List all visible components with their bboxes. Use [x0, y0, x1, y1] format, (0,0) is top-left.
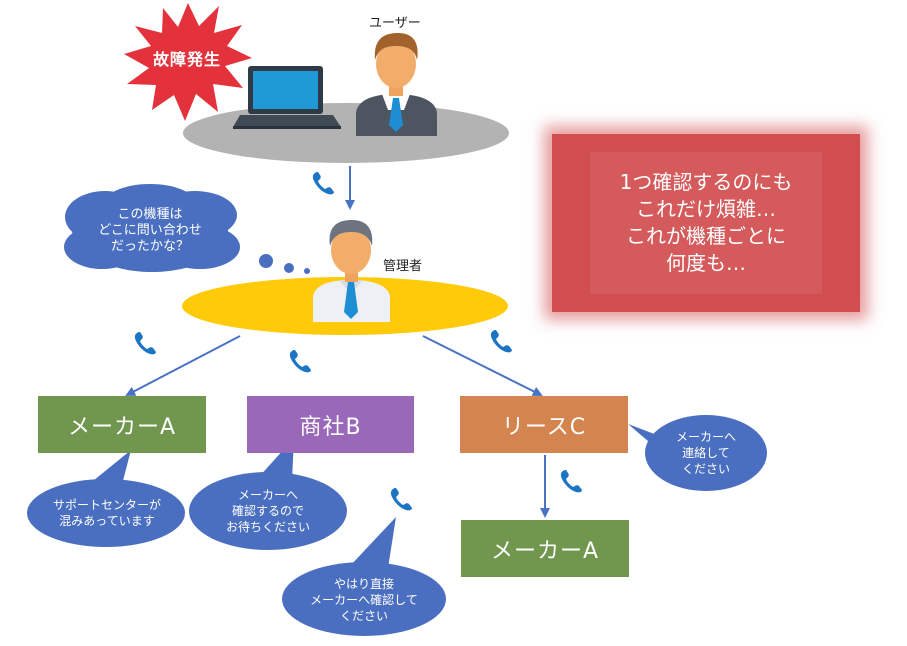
phone-icon [490, 330, 512, 353]
bubble-lease-c-text: メーカーへ 連絡して ください [660, 426, 752, 480]
laptop-icon [233, 66, 341, 129]
bubble-line: メーカーへ確認して [310, 593, 418, 607]
node-lease-c: リースC [460, 396, 628, 453]
node-maker-a: メーカーA [38, 396, 206, 453]
thought-cloud-icon [64, 184, 310, 274]
phone-icon [390, 488, 412, 511]
incident-label: 故障発生 [153, 50, 222, 69]
bubble-line: 混みあっています [59, 514, 155, 528]
bubble-line: ください [339, 609, 388, 623]
thought-line: この機種は [117, 207, 183, 222]
bubble-direct [282, 517, 446, 636]
phone-icon [312, 172, 334, 195]
bubble-line: お待ちください [225, 520, 310, 534]
phone-icon [134, 332, 156, 355]
bubble-lease-c [628, 415, 767, 491]
bubble-line: やはり直接 [333, 577, 394, 591]
bubble-trading-b-text: メーカーへ 確認するので お待ちください [200, 484, 336, 538]
problem-note-inner: 1つ確認するのにも これだけ煩雑… これが機種ごとに 何度も… [590, 152, 822, 294]
note-line: 1つ確認するのにも [619, 170, 793, 194]
user-person-icon [356, 33, 437, 136]
explosion-icon [124, 3, 252, 121]
bubble-maker-a-text: サポートセンターが 混みあっています [40, 490, 174, 536]
thought-text: この機種は どこに問い合わせ だったかな？ [80, 204, 220, 258]
node-trading-b: 商社B [247, 396, 414, 453]
bubble-line: メーカーへ [237, 488, 298, 502]
problem-note: 1つ確認するのにも これだけ煩雑… これが機種ごとに 何度も… [552, 134, 860, 312]
thought-line: どこに問い合わせ [98, 223, 202, 238]
note-line: これだけ煩雑… [636, 197, 776, 221]
admin-label: 管理者 [383, 259, 423, 274]
user-label: ユーザー [369, 16, 421, 31]
bubble-maker-a [27, 450, 185, 547]
admin-person-icon [313, 220, 390, 322]
phone-icon [289, 350, 311, 373]
arrow-admin-to-maker-a [125, 335, 241, 396]
node-maker-a-2: メーカーA [461, 520, 629, 577]
note-line: これが機種ごとに [626, 224, 786, 248]
note-line: 何度も… [666, 251, 746, 275]
bubble-line: サポートセンターが [52, 498, 161, 512]
bubble-line: ください [681, 462, 730, 476]
phone-icon [560, 470, 582, 493]
bubble-line: 連絡して [682, 446, 730, 460]
thought-line: だったかな？ [110, 239, 189, 254]
bubble-line: 確認するので [231, 504, 304, 518]
arrow-admin-to-lease-c [422, 335, 543, 396]
bubble-direct-text: やはり直接 メーカーへ確認して ください [290, 573, 438, 627]
user-platform [183, 103, 509, 163]
bubble-line: メーカーへ [675, 430, 736, 444]
